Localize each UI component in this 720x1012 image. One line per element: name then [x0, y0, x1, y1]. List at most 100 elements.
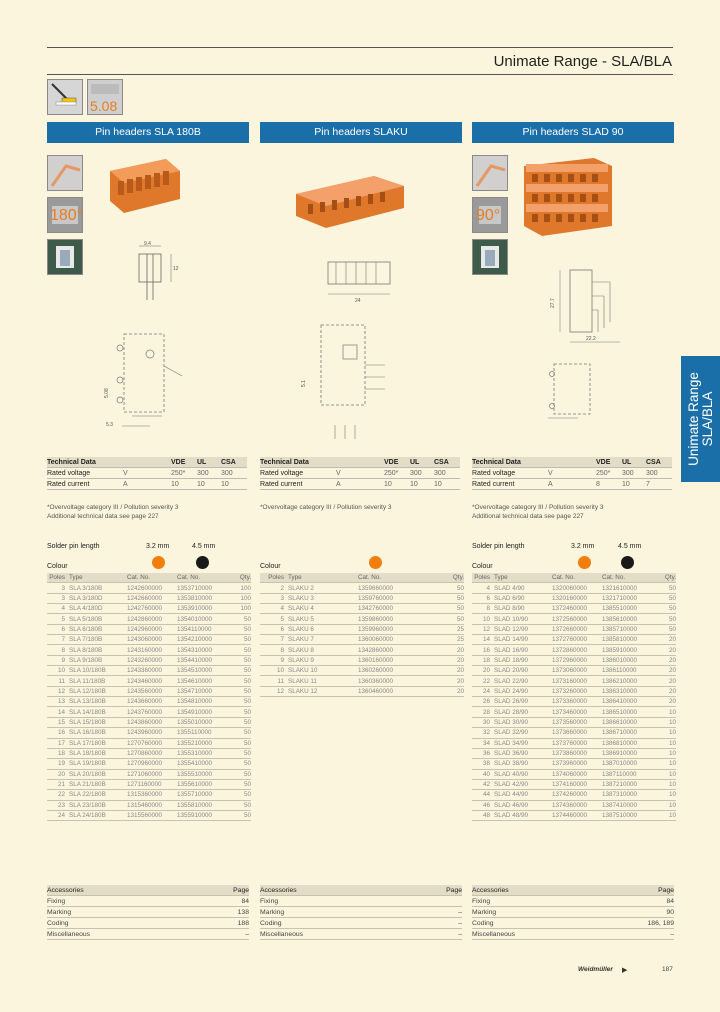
table-header-cell: Cat. No. [602, 574, 626, 582]
acc-cell: – [458, 919, 462, 927]
table-cell: 1242760000 [127, 605, 163, 613]
table-cell: SLA 8/180B [69, 646, 103, 654]
table-cell: 50 [243, 770, 251, 778]
col3-orange-swatch [578, 556, 591, 569]
table-cell: 50 [243, 698, 251, 706]
table-cell: 50 [243, 687, 251, 695]
table-cell: 20 [482, 667, 490, 675]
table-cell: 1385610000 [602, 615, 638, 623]
table-cell: 1354810000 [177, 698, 213, 706]
table-cell: 1372460000 [552, 605, 588, 613]
col1-dim-pitch: 5.08 [104, 388, 110, 398]
tech-cell: 300 [646, 469, 658, 477]
table-cell: 20 [57, 770, 65, 778]
col3-note-2: Additional technical data see page 227 [472, 513, 584, 520]
table-cell: 1374360000 [552, 801, 588, 809]
tech-cell: 10 [622, 480, 630, 488]
acc-cell: 90 [666, 908, 674, 916]
table-cell: 1321710000 [602, 594, 638, 602]
table-cell: 50 [243, 781, 251, 789]
table-cell: SLAKU 12 [288, 687, 318, 695]
table-cell: 1270860000 [127, 750, 163, 758]
table-cell: 1372660000 [552, 625, 588, 633]
col1-note-2: Additional technical data see page 227 [47, 513, 159, 520]
col3-housing-icon [472, 239, 508, 275]
tech-cell: Rated voltage [472, 469, 516, 477]
table-cell: 100 [240, 605, 251, 613]
table-header-cell: Type [288, 574, 302, 582]
table-cell: 1242660000 [127, 594, 163, 602]
table-cell: SLA 6/180B [69, 625, 103, 633]
col1-product-photo [104, 157, 184, 222]
table-cell: SLA 18/180B [69, 750, 106, 758]
table-cell: 14 [57, 708, 65, 716]
col3-dim-w: 22.2 [586, 336, 596, 342]
table-cell: SLAD 18/90 [494, 656, 528, 664]
table-cell: 50 [243, 636, 251, 644]
table-cell: SLA 10/180B [69, 667, 106, 675]
table-cell: 50 [243, 677, 251, 685]
table-cell: 10 [482, 615, 490, 623]
col3-note-1: *Overvoltage category III / Pollution se… [472, 504, 604, 511]
col2-tech-header: Technical Data VDE UL CSA [260, 457, 460, 468]
table-header-cell: Qty. [664, 574, 676, 582]
table-cell: 50 [243, 625, 251, 633]
tech-cell: V [548, 469, 553, 477]
table-cell: 20 [668, 667, 676, 675]
table-cell: 1386510000 [602, 708, 638, 716]
col3-dim-h: 27.7 [550, 298, 556, 308]
acc-cell: Miscellaneous [260, 930, 304, 938]
col2-acc-row: Fixing [260, 896, 462, 907]
table-cell: 10 [668, 801, 676, 809]
tech-cell: 250* [384, 469, 399, 477]
brand-logo-mark: ▶ [622, 967, 628, 974]
tech-cell: V [123, 469, 128, 477]
table-cell: 12 [57, 687, 65, 695]
table-cell: 8 [486, 605, 490, 613]
tech-cell: 10 [384, 480, 392, 488]
table-cell: 50 [243, 812, 251, 820]
table-cell: 1359660000 [358, 584, 394, 592]
table-cell: SLAD 48/90 [494, 812, 528, 820]
table-cell: 1355110000 [177, 729, 212, 737]
table-cell: 50 [668, 625, 676, 633]
col3-angle-label: 90° [476, 207, 501, 224]
table-cell: 12 [276, 687, 284, 695]
table-cell: SLA 4/180D [69, 605, 103, 613]
table-cell: 9 [280, 656, 284, 664]
table-cell: 7 [280, 636, 284, 644]
table-cell: SLAD 12/90 [494, 625, 528, 633]
table-cell: 10 [668, 739, 676, 747]
table-cell: 1373860000 [552, 750, 588, 758]
side-tab-line1: Unimate Range [686, 372, 701, 466]
table-cell: SLA 7/180B [69, 636, 103, 644]
table-cell: 1360060000 [358, 636, 394, 644]
tech-cell: 250* [596, 469, 611, 477]
table-cell: 1372560000 [552, 615, 588, 623]
table-cell: 20 [456, 687, 464, 695]
acc-cell: Fixing [47, 897, 66, 905]
table-cell: 16 [57, 729, 65, 737]
table-header-cell: Type [494, 574, 508, 582]
table-cell: 1373360000 [552, 698, 588, 706]
table-cell: SLAKU 3 [288, 594, 314, 602]
col1-colour-label: Colour [47, 563, 68, 570]
table-cell: 1242960000 [127, 625, 163, 633]
col3-product-photo [518, 156, 618, 243]
table-cell: 50 [668, 594, 676, 602]
table-header-cell: Poles [268, 574, 284, 582]
table-cell: 1386210000 [602, 677, 638, 685]
table-cell: 50 [456, 584, 464, 592]
tech-cell: Rated voltage [47, 469, 91, 477]
acc-cell: Fixing [260, 897, 279, 905]
table-cell: SLAD 40/90 [494, 770, 528, 778]
table-cell: 6 [486, 594, 490, 602]
